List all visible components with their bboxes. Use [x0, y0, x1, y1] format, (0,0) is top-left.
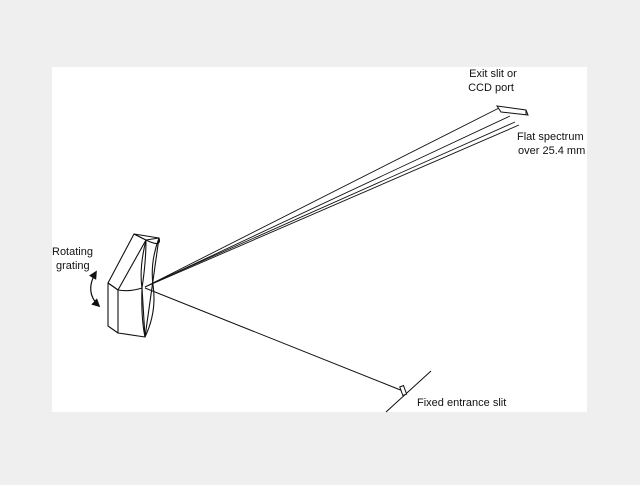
- ray-lowest: [154, 121, 516, 283]
- incident-ray: [144, 287, 404, 392]
- ray-middle: [144, 115, 511, 288]
- ray-lower: [144, 124, 520, 288]
- rotating-grating-label-line1: Rotating: [52, 246, 93, 258]
- grating-right-edge: [144, 237, 160, 338]
- flat-spectrum-label-line2: over 25.4 mm: [518, 145, 585, 157]
- exit-slit-label-line1: Exit slit or: [469, 68, 517, 80]
- flat-spectrum-label-line1: Flat spectrum: [517, 131, 584, 143]
- entrance-slit: [385, 370, 432, 413]
- entrance-slit-opening: [399, 384, 408, 397]
- grating-front-face: [107, 282, 119, 334]
- exit-port-plate: [495, 105, 529, 116]
- entrance-slit-label: Fixed entrance slit: [417, 397, 506, 409]
- diffracted-rays: [144, 106, 520, 288]
- entrance-slit-plate: [385, 370, 432, 413]
- exit-port: [495, 105, 529, 116]
- grating-top-face: [133, 233, 160, 241]
- curved-double-arrow-icon: [88, 270, 101, 308]
- exit-slit-label-line2: CCD port: [468, 82, 514, 94]
- grating-bottom-edge: [117, 287, 146, 338]
- rotating-grating-label-line2: grating: [56, 260, 90, 272]
- rotating-grating: [107, 233, 161, 338]
- grating-inner-edge: [140, 239, 147, 289]
- grating-front-vertical: [141, 287, 146, 338]
- ray-upper: [144, 106, 502, 288]
